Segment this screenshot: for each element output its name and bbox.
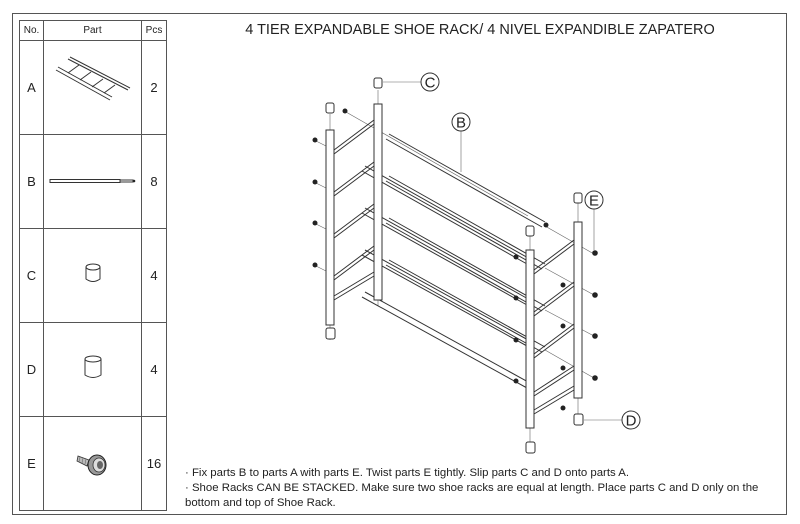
callout-b-label: B (456, 115, 466, 132)
rod (361, 291, 531, 389)
cap-c (373, 77, 383, 89)
knob (560, 282, 566, 288)
note-line: · Fix parts B to parts A with parts E. T… (185, 467, 629, 479)
part-pcs: 2 (141, 40, 167, 135)
knob (312, 262, 318, 268)
knob (312, 137, 318, 143)
callout-d: D (584, 410, 641, 430)
part-pcs: 4 (141, 322, 167, 417)
knob (312, 220, 318, 226)
rod (361, 207, 546, 312)
note-line: · Shoe Racks CAN BE STACKED. Make sure t… (185, 482, 759, 509)
callout-c: C (383, 72, 440, 92)
knob (560, 323, 566, 329)
cap-d (573, 413, 584, 426)
knob (560, 405, 566, 411)
top-cap-icon (85, 263, 100, 282)
parts-row: E 16 (19, 416, 167, 511)
callout-c-label: C (425, 75, 436, 92)
cap-c (525, 225, 535, 237)
tube-rod-icon (49, 179, 135, 183)
part-pcs: 4 (141, 228, 167, 323)
callout-e: E (584, 190, 604, 250)
parts-row: B 8 (19, 134, 167, 229)
knob (513, 378, 519, 384)
callout-e-label: E (589, 193, 599, 210)
caps (325, 77, 584, 454)
rods-b (361, 133, 546, 389)
knob (513, 295, 519, 301)
knob (592, 375, 598, 381)
cap-c (325, 102, 335, 114)
knob (592, 250, 598, 256)
page-border (12, 13, 787, 515)
knob (513, 254, 519, 260)
ladder-frame-icon (55, 56, 130, 101)
part-pcs: 16 (141, 416, 167, 511)
knob (592, 292, 598, 298)
rod (361, 165, 546, 270)
knob (560, 365, 566, 371)
foot-cap-icon (84, 355, 101, 378)
parts-row: A 2 (19, 40, 167, 135)
part-pcs: 8 (141, 134, 167, 229)
knob (312, 179, 318, 185)
knob (342, 108, 348, 114)
parts-row: D 4 (19, 322, 167, 417)
part-image (43, 416, 142, 511)
knob (592, 333, 598, 339)
cap-d (525, 441, 536, 454)
knob (513, 337, 519, 343)
parts-table: No. Part Pcs A 2 B (19, 20, 167, 511)
guide-lines (315, 90, 595, 442)
knob (543, 222, 549, 228)
page-title: 4 TIER EXPANDABLE SHOE RACK/ 4 NIVEL EXP… (245, 22, 715, 38)
knob-connector-icon (76, 454, 106, 476)
assembly-notes: · Fix parts B to parts A with parts E. T… (185, 466, 785, 511)
rod (385, 133, 546, 228)
right-frame-a (525, 221, 583, 429)
knobs-e (312, 108, 598, 411)
part-image (43, 134, 142, 229)
left-frame-a (325, 103, 383, 326)
cap-d (325, 327, 336, 340)
callout-b: B (451, 112, 471, 172)
part-image (43, 228, 142, 323)
callout-d-label: D (626, 413, 637, 430)
rod (361, 249, 546, 353)
cap-c (573, 192, 583, 204)
parts-row: C 4 (19, 228, 167, 323)
